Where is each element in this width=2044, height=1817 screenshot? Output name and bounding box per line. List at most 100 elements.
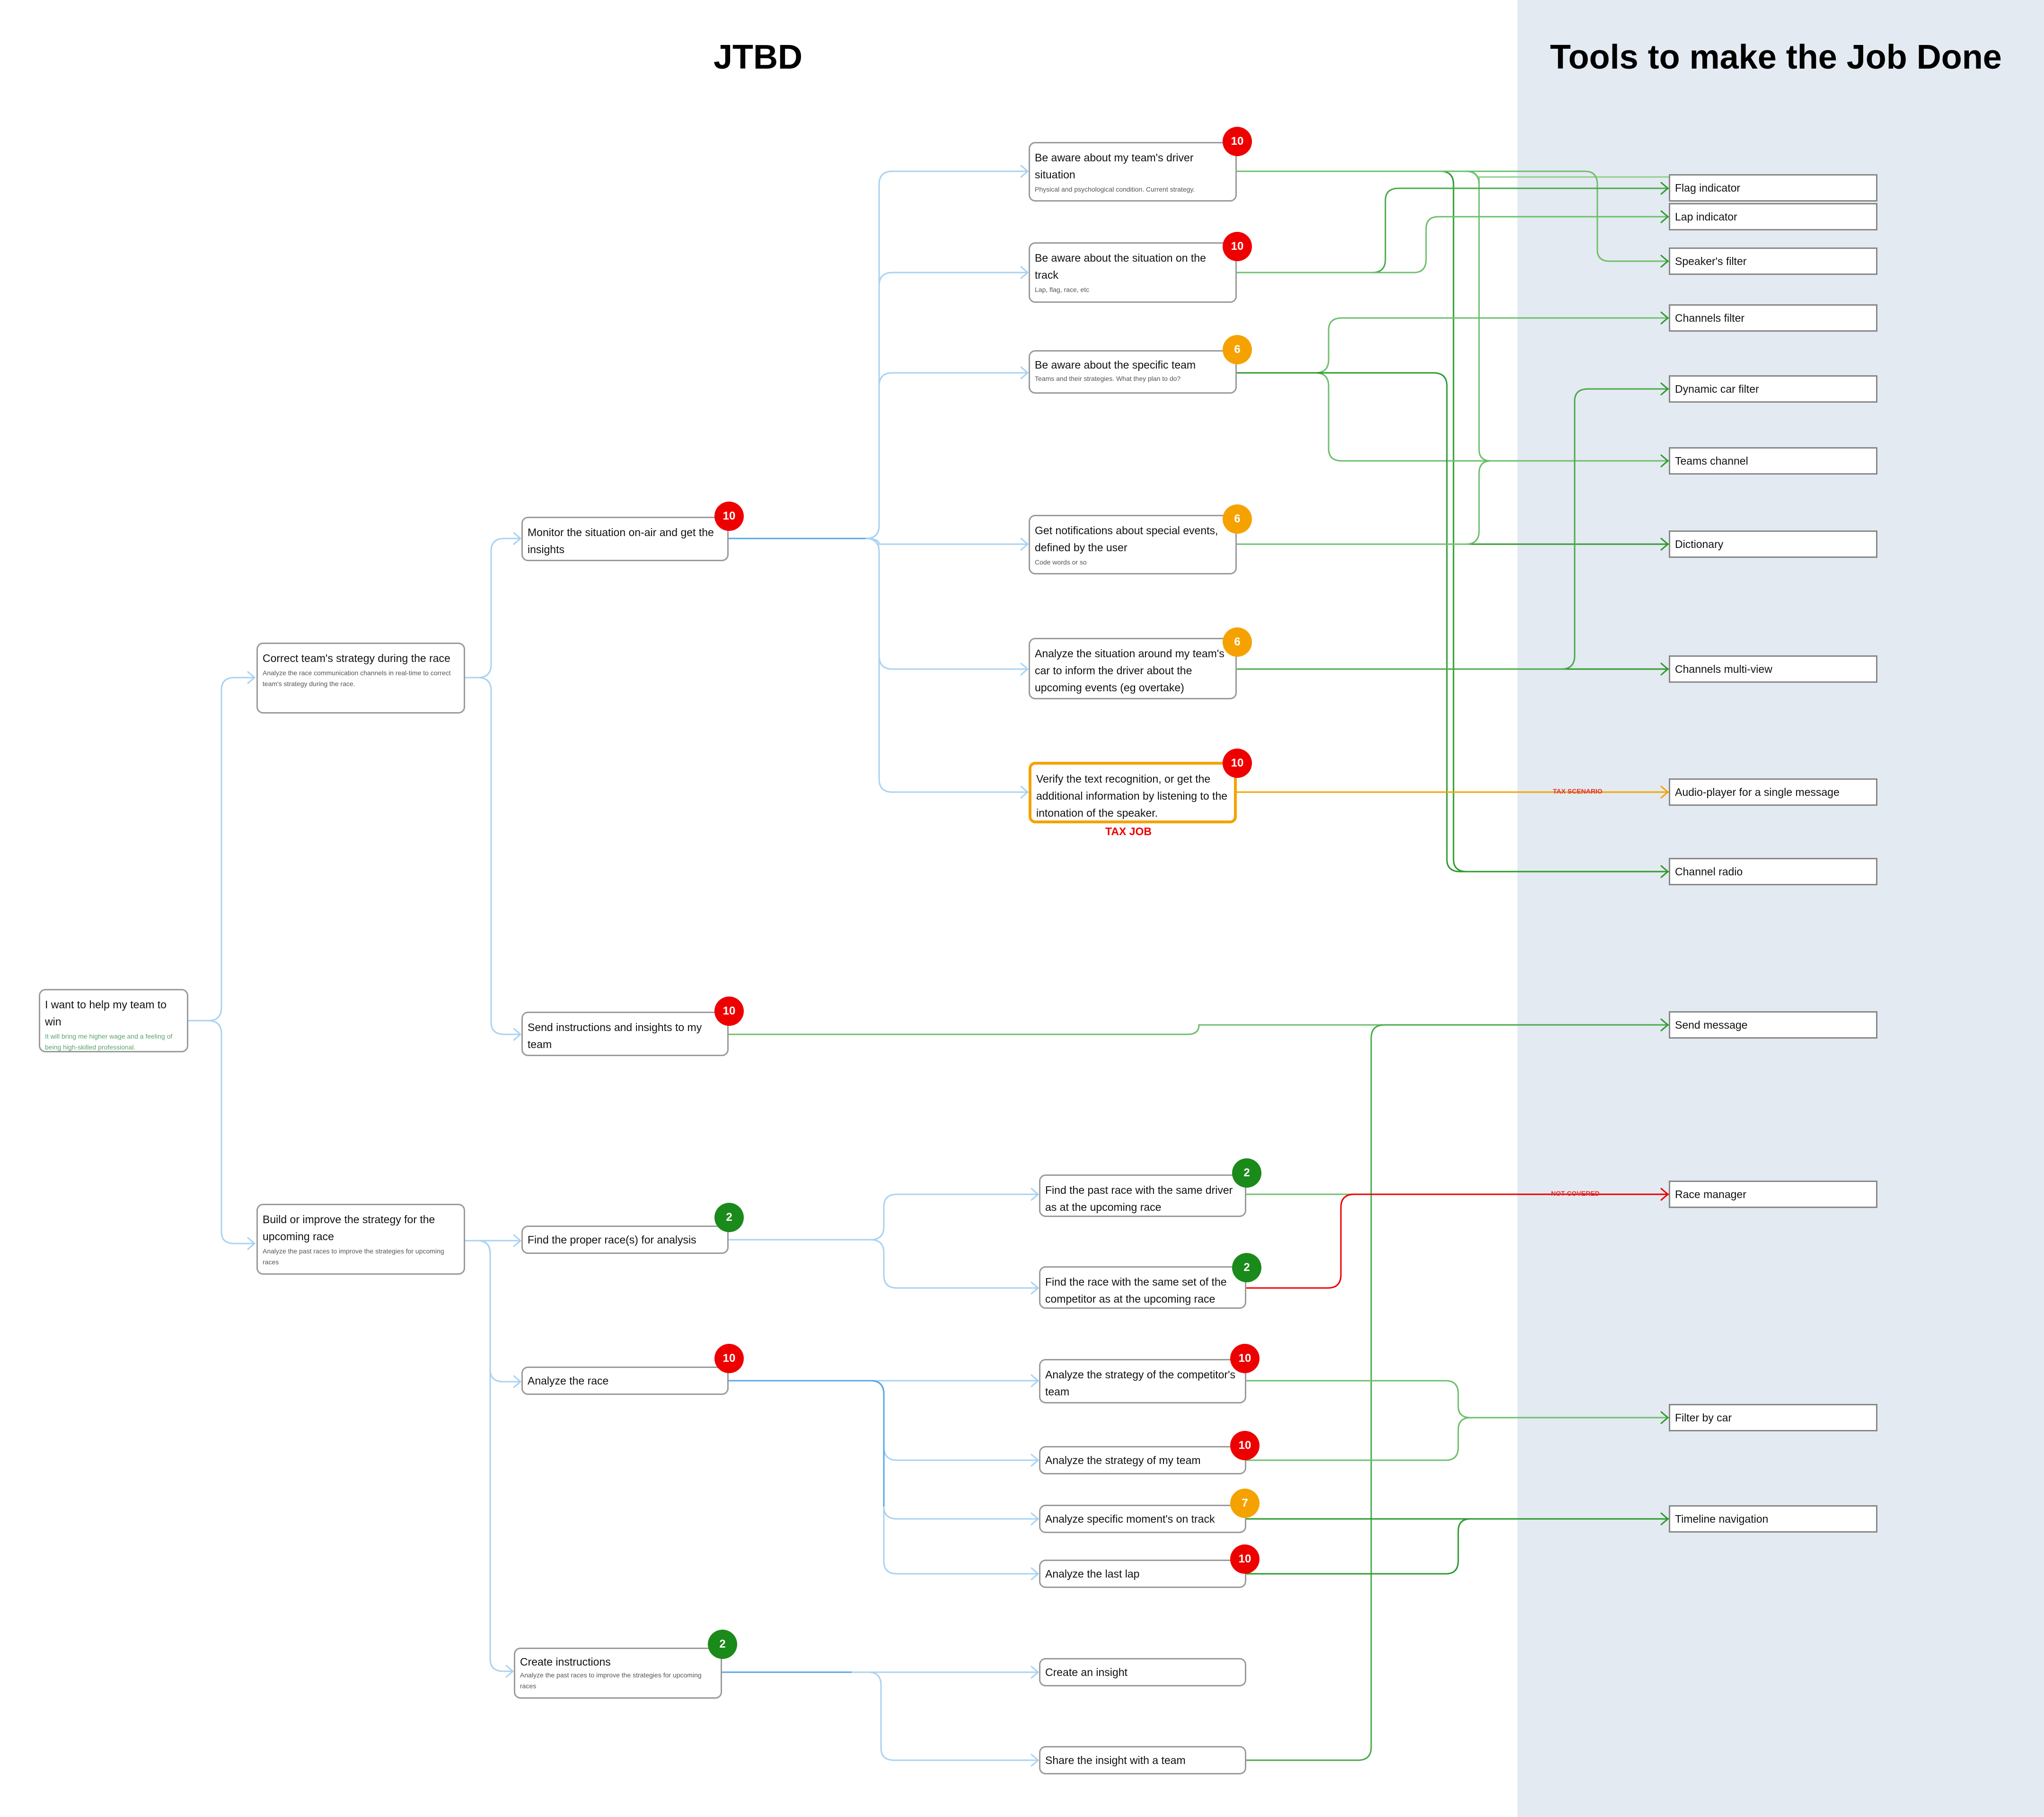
tool-lap-indicator[interactable]: Lap indicator xyxy=(1669,203,1877,230)
job-send-instructions[interactable]: Send instructions and insights to my tea… xyxy=(521,1012,729,1056)
tool-audio-player[interactable]: Audio-player for a single message xyxy=(1669,778,1877,806)
score-badge: 6 xyxy=(1223,627,1252,657)
tool-send-message[interactable]: Send message xyxy=(1669,1011,1877,1039)
job-title: Find the proper race(s) for analysis xyxy=(528,1234,696,1246)
link-notify-teams xyxy=(1237,460,1669,545)
connector-monitor-team xyxy=(729,372,1028,539)
job-past-race-driver[interactable]: Find the past race with the same driver … xyxy=(1039,1174,1246,1217)
job-share-insight[interactable]: Share the insight with a team xyxy=(1039,1746,1246,1774)
job-driver-situation[interactable]: Be aware about my team's driver situatio… xyxy=(1029,142,1237,202)
tool-timeline-navigation[interactable]: Timeline navigation xyxy=(1669,1505,1877,1533)
job-monitor[interactable]: Monitor the situation on-air and get the… xyxy=(521,517,729,561)
connector-monitor-around xyxy=(729,538,1028,670)
job-title: Create an insight xyxy=(1045,1666,1128,1678)
link-team-teams xyxy=(1237,372,1669,462)
tool-channels-multi-view[interactable]: Channels multi-view xyxy=(1669,655,1877,683)
tool-flag-indicator[interactable]: Flag indicator xyxy=(1669,174,1877,202)
job-competitor-strategy[interactable]: Analyze the strategy of the competitor's… xyxy=(1039,1359,1246,1403)
tool-filter-by-car[interactable]: Filter by car xyxy=(1669,1404,1877,1431)
jtbd-header: JTBD xyxy=(714,38,803,76)
score-badge: 10 xyxy=(1230,1431,1260,1460)
connector-find-past xyxy=(729,1193,1038,1241)
arrowheads xyxy=(247,165,1669,1767)
job-notifications[interactable]: Get notifications about special events, … xyxy=(1029,515,1237,574)
job-last-lap[interactable]: Analyze the last lap xyxy=(1039,1560,1246,1588)
job-title: Be aware about my team's driver situatio… xyxy=(1035,151,1194,181)
job-title: Build or improve the strategy for the up… xyxy=(263,1213,435,1243)
tool-dictionary[interactable]: Dictionary xyxy=(1669,530,1877,558)
score-badge: 6 xyxy=(1223,335,1252,364)
tool-dynamic-car-filter[interactable]: Dynamic car filter xyxy=(1669,375,1877,403)
root-job-card[interactable]: I want to help my team to win It will br… xyxy=(39,989,188,1052)
tools-header: Tools to make the Job Done xyxy=(1550,38,2002,76)
link-competitor-filter-car xyxy=(1246,1380,1669,1419)
connector-correct-send xyxy=(465,677,520,1035)
root-job-title: I want to help my team to win xyxy=(45,998,167,1028)
score-badge: 10 xyxy=(1223,127,1252,156)
score-badge: 2 xyxy=(1232,1158,1261,1188)
connector-build-analyze xyxy=(465,1240,520,1383)
job-specific-team[interactable]: Be aware about the specific team Teams a… xyxy=(1029,350,1237,394)
job-sub: Analyze the past races to improve the st… xyxy=(263,1247,444,1266)
score-badge: 10 xyxy=(714,997,744,1026)
link-mine-filter-car xyxy=(1246,1417,1669,1461)
job-title: Find the past race with the same driver … xyxy=(1045,1184,1233,1213)
tax-job-label: TAX JOB xyxy=(1105,825,1152,838)
job-sub: Lap, flag, race, etc xyxy=(1035,286,1090,293)
job-title: Create instructions xyxy=(520,1656,611,1668)
score-badge: 7 xyxy=(1230,1489,1260,1518)
connector-monitor-track xyxy=(729,272,1028,539)
score-badge: 10 xyxy=(714,1344,744,1373)
job-analyze-race[interactable]: Analyze the race xyxy=(521,1367,729,1395)
job-title: Send instructions and insights to my tea… xyxy=(528,1021,702,1050)
score-badge: 2 xyxy=(1232,1253,1261,1282)
link-lastlap-timeline xyxy=(1246,1518,1669,1575)
job-title: Analyze the race xyxy=(528,1375,609,1387)
score-badge: 10 xyxy=(714,502,744,531)
not-covered-tag: NOT COVERED xyxy=(1551,1190,1600,1197)
job-sub: Teams and their strategies. What they pl… xyxy=(1035,375,1181,382)
job-sub: Code words or so xyxy=(1035,558,1087,566)
job-title: Be aware about the situation on the trac… xyxy=(1035,252,1206,281)
job-title: Analyze specific moment's on track xyxy=(1045,1513,1215,1525)
tax-scenario-tag: TAX SCENARIO xyxy=(1553,787,1603,795)
connector-build-create xyxy=(465,1240,513,1672)
job-build-strategy[interactable]: Build or improve the strategy for the up… xyxy=(256,1204,465,1275)
link-track-flag xyxy=(1237,187,1669,273)
tool-channel-radio[interactable]: Channel radio xyxy=(1669,858,1877,885)
job-sub: Physical and psychological condition. Cu… xyxy=(1035,185,1195,193)
link-track-lap xyxy=(1237,216,1669,273)
job-title: Monitor the situation on-air and get the… xyxy=(528,526,714,556)
link-competitor-race-manager xyxy=(1246,1193,1669,1289)
root-job-sub: It will bring me higher wage and a feeli… xyxy=(45,1032,173,1051)
job-title: Find the race with the same set of the c… xyxy=(1045,1276,1227,1305)
connector-root-build xyxy=(188,1020,255,1244)
job-sub: Analyze the race communication channels … xyxy=(263,669,451,688)
job-title: Analyze the strategy of my team xyxy=(1045,1454,1201,1466)
job-find-races[interactable]: Find the proper race(s) for analysis xyxy=(521,1226,729,1254)
job-create-instructions[interactable]: Create instructions Analyze the past rac… xyxy=(514,1648,722,1699)
connector-create-share xyxy=(722,1671,1038,1761)
job-track-situation[interactable]: Be aware about the situation on the trac… xyxy=(1029,242,1237,303)
tool-race-manager[interactable]: Race manager xyxy=(1669,1181,1877,1208)
job-specific-moment[interactable]: Analyze specific moment's on track xyxy=(1039,1505,1246,1533)
job-title: Get notifications about special events, … xyxy=(1035,524,1218,554)
tool-speaker-filter[interactable]: Speaker's filter xyxy=(1669,247,1877,275)
tool-channels-filter[interactable]: Channels filter xyxy=(1669,304,1877,332)
job-my-strategy[interactable]: Analyze the strategy of my team xyxy=(1039,1446,1246,1474)
job-correct-strategy[interactable]: Correct team's strategy during the race … xyxy=(256,643,465,714)
job-title: Analyze the situation around my team's c… xyxy=(1035,647,1225,694)
connector-root-correct xyxy=(188,677,255,1022)
job-create-insight[interactable]: Create an insight xyxy=(1039,1658,1246,1686)
connector-monitor-notify xyxy=(729,538,1028,545)
score-badge: 10 xyxy=(1223,749,1252,778)
score-badge: 2 xyxy=(708,1630,737,1659)
score-badge: 2 xyxy=(714,1203,744,1232)
job-verify-recognition[interactable]: Verify the text recognition, or get the … xyxy=(1029,762,1237,823)
job-title: Correct team's strategy during the race xyxy=(263,652,450,664)
job-around-car[interactable]: Analyze the situation around my team's c… xyxy=(1029,638,1237,699)
connector-find-competitor xyxy=(729,1239,1038,1289)
job-same-competitor[interactable]: Find the race with the same set of the c… xyxy=(1039,1266,1246,1309)
tool-teams-channel[interactable]: Teams channel xyxy=(1669,447,1877,475)
